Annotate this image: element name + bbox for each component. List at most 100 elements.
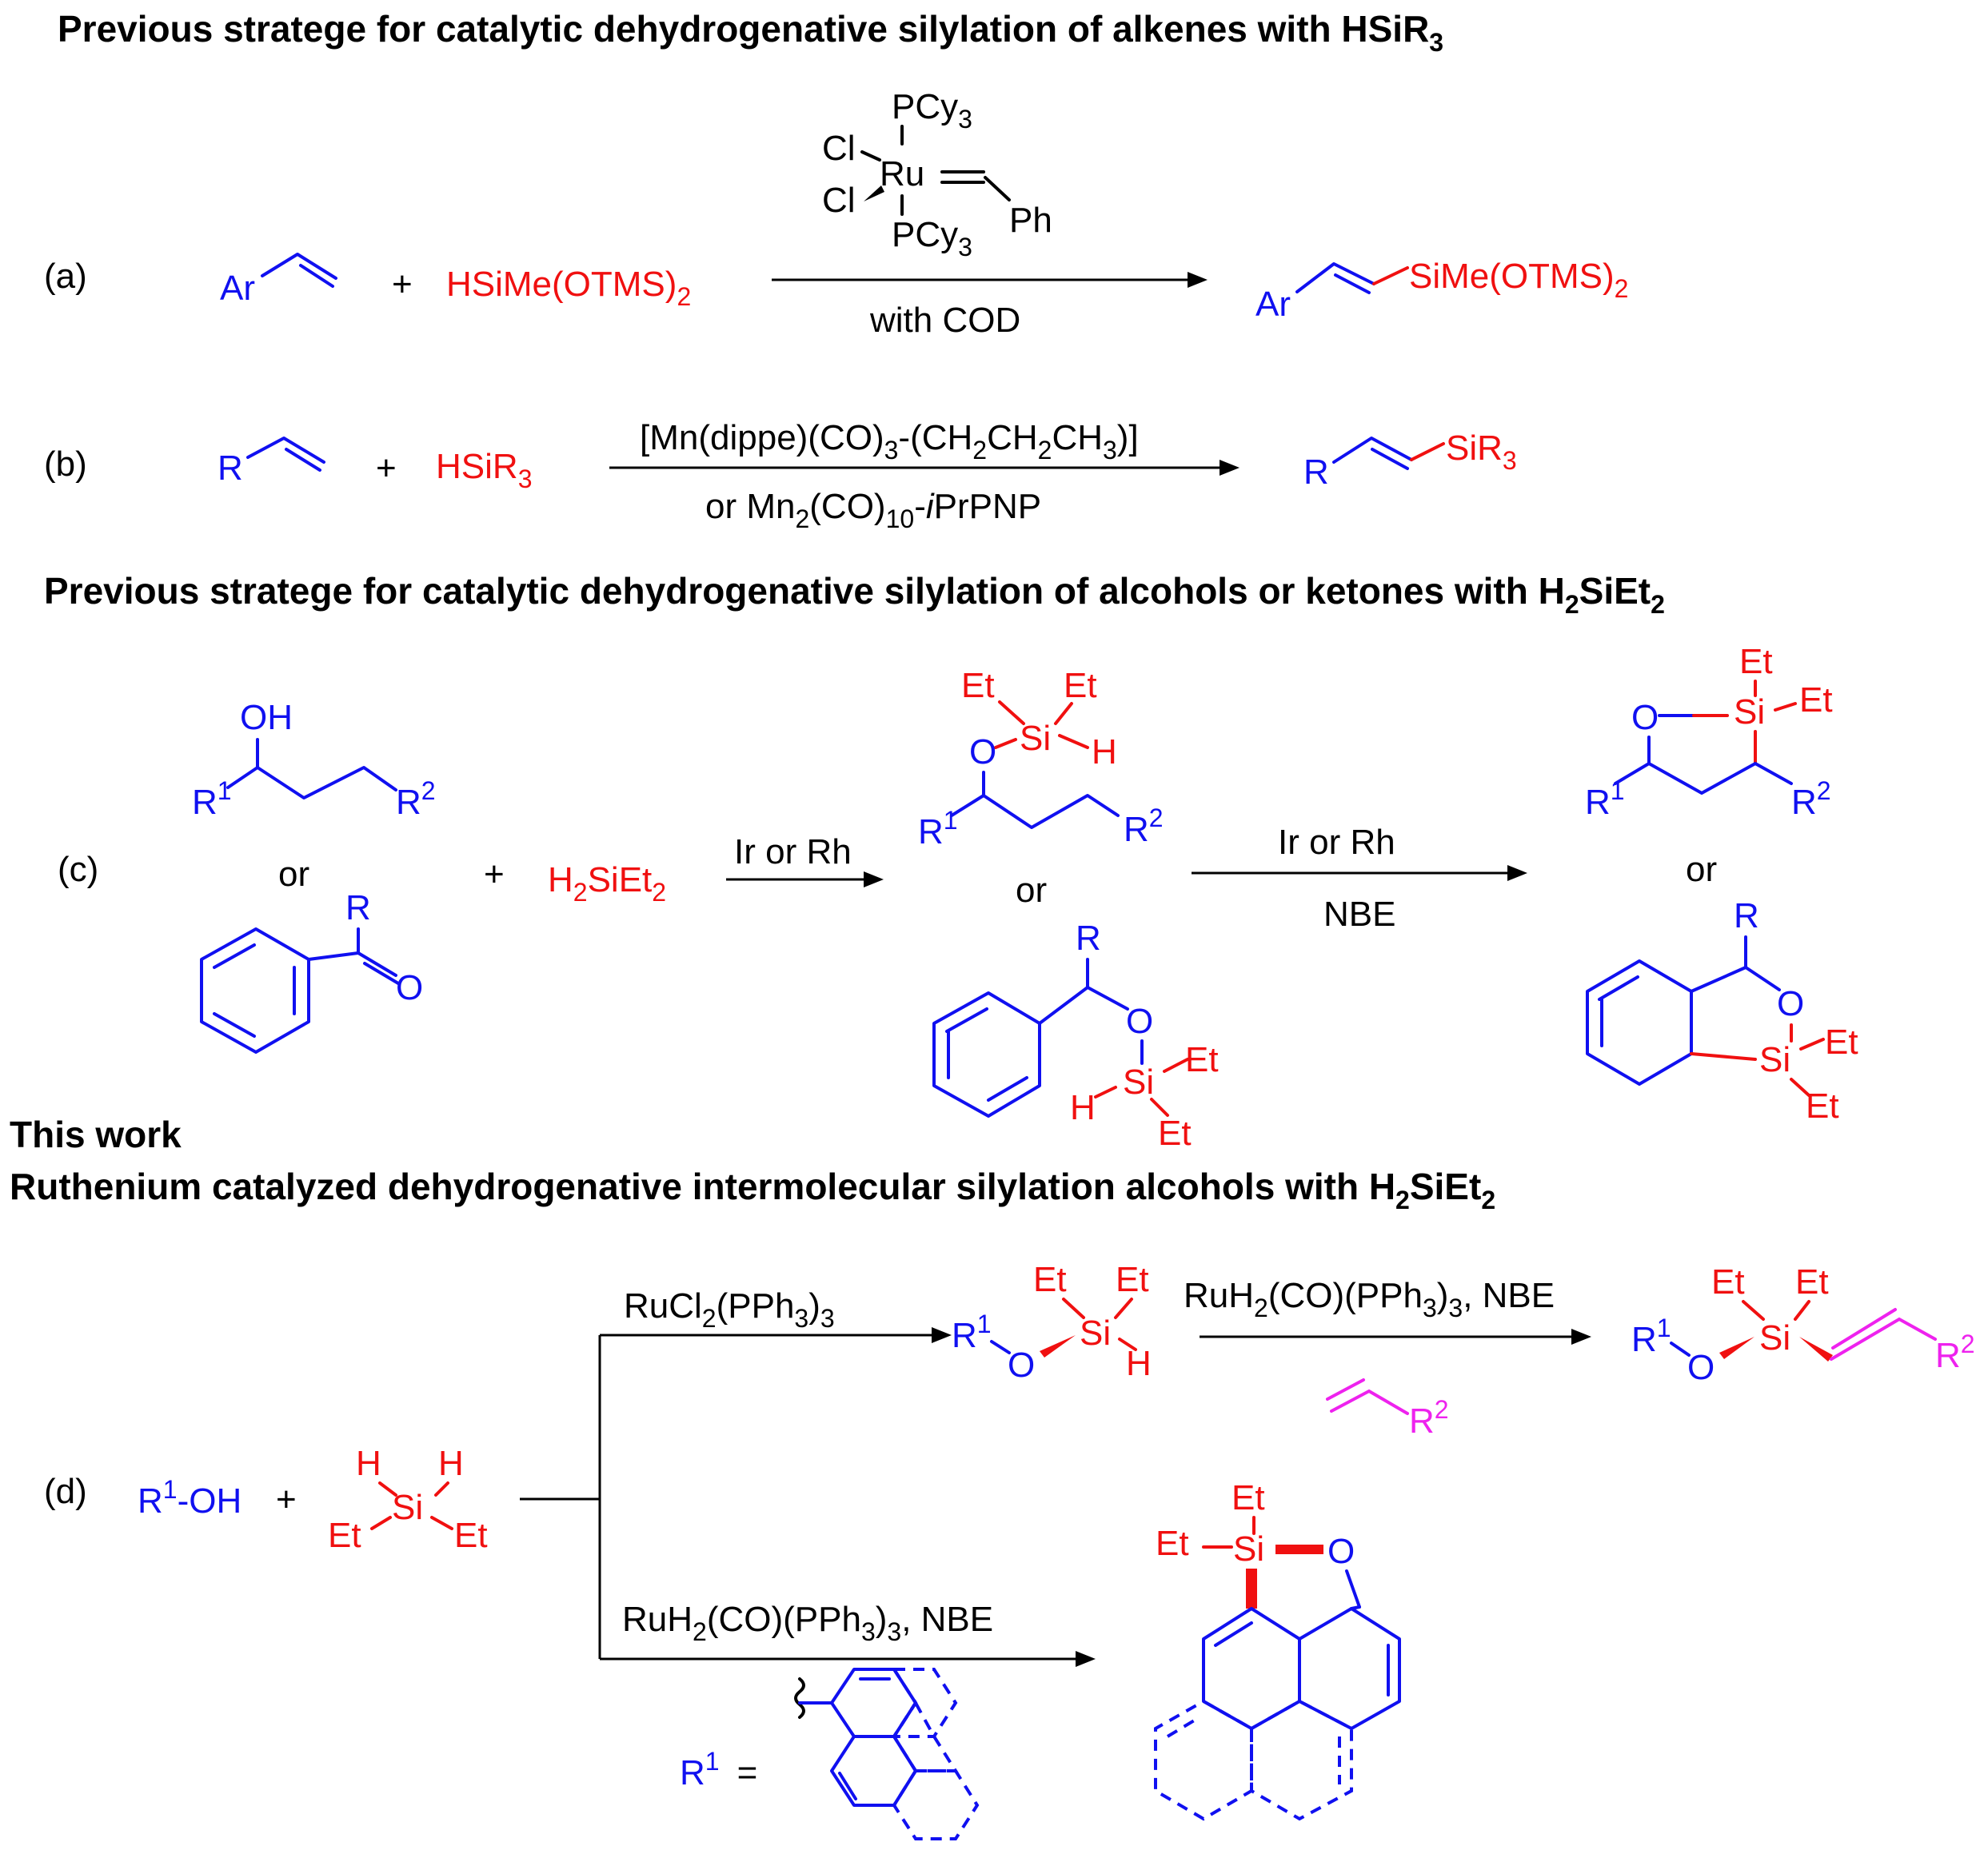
product-b: R SiR3 — [1303, 429, 1517, 492]
svg-text:Et: Et — [1116, 1260, 1149, 1299]
svg-text:R: R — [1076, 919, 1101, 958]
svg-text:H: H — [1126, 1344, 1152, 1383]
branch-lines — [520, 1327, 1096, 1667]
svg-text:H: H — [1092, 732, 1117, 772]
svg-text:PCy3: PCy3 — [892, 87, 972, 134]
svg-text:H: H — [356, 1444, 381, 1483]
svg-text:Et: Et — [1825, 1023, 1858, 1062]
svg-text:R: R — [345, 888, 371, 927]
svg-text:Et: Et — [454, 1516, 488, 1555]
svg-text:Si: Si — [1233, 1529, 1264, 1569]
catalyst-d2: RuH2(CO)(PPh3)3, NBE — [1184, 1276, 1555, 1322]
plus-c: + — [484, 855, 505, 894]
svg-text:SiMe(OTMS)2: SiMe(OTMS)2 — [1409, 257, 1628, 303]
svg-text:Ar: Ar — [220, 269, 255, 308]
hydrosilyl-ether-intermediate: Et Et Si H O R1 — [952, 1260, 1152, 1385]
svg-text:R2: R2 — [1935, 1330, 1975, 1375]
alcohol-d: R1-OH — [138, 1475, 242, 1521]
plus-b: + — [376, 449, 397, 488]
svg-text:Et: Et — [1033, 1260, 1067, 1299]
svg-text:O: O — [1631, 698, 1659, 737]
svg-text:O: O — [1008, 1346, 1035, 1385]
arrow-d2 — [1200, 1329, 1591, 1345]
condition-c3: NBE — [1323, 895, 1395, 934]
arrow-a — [772, 272, 1208, 288]
svg-text:O: O — [1687, 1348, 1715, 1387]
benzoxasilole-product: R O Si Et Et — [1586, 896, 1858, 1126]
svg-text:Et: Et — [1232, 1478, 1265, 1517]
arrow-c1 — [726, 871, 884, 887]
plus-d: + — [276, 1480, 297, 1519]
diethylsilane: H H Si Et Et — [328, 1444, 488, 1555]
header-this-work: This work — [10, 1114, 182, 1155]
alkene-reagent-d: R2 — [1326, 1378, 1449, 1441]
svg-text:Cl: Cl — [822, 181, 856, 220]
vinylsilyl-ether-product: Et Et Si O R1 R2 — [1631, 1262, 1975, 1387]
svg-text:Si: Si — [1020, 719, 1051, 758]
svg-text:Et: Et — [1799, 680, 1833, 720]
svg-text:H: H — [438, 1444, 464, 1483]
oxasilole-pyrene-product: Et Et Si O — [1154, 1478, 1401, 1821]
svg-text:Et: Et — [1156, 1524, 1189, 1563]
svg-text:Et: Et — [1185, 1040, 1219, 1079]
svg-text:Et: Et — [1806, 1087, 1839, 1126]
grubbs-catalyst: PCy3 Cl Ru Ph Cl PCy3 — [822, 87, 1052, 261]
svg-text:Ru: Ru — [880, 154, 924, 193]
label-a: (a) — [44, 257, 87, 296]
svg-text:Si: Si — [1759, 1040, 1790, 1079]
condition-b1: [Mn(dippe)(CO)3-(CH2CH2CH3)] — [640, 418, 1139, 465]
label-b: (b) — [44, 445, 87, 484]
label-d: (d) — [44, 1472, 87, 1511]
svg-text:Cl: Cl — [822, 129, 856, 168]
styrene-a: Ar — [220, 253, 337, 308]
pyrenyl-substituent — [794, 1668, 980, 1840]
alkene-b: R — [218, 437, 325, 488]
svg-text:Et: Et — [1158, 1114, 1192, 1153]
svg-text:Et: Et — [328, 1516, 361, 1555]
svg-text:Si: Si — [1759, 1318, 1790, 1358]
label-c: (c) — [58, 850, 98, 889]
condition-a: with COD — [869, 301, 1020, 340]
reagent-c: H2SiEt2 — [548, 860, 666, 907]
silyl-ether-intermediate: Et Et Si H O R1 R2 — [918, 666, 1164, 851]
svg-text:O: O — [396, 968, 423, 1007]
svg-text:Si: Si — [1734, 692, 1765, 732]
svg-text:OH: OH — [240, 698, 293, 737]
svg-text:R1: R1 — [1631, 1314, 1671, 1359]
condition-b2: or Mn2(CO)10-iPrPNP — [705, 487, 1041, 533]
svg-text:R1: R1 — [1585, 776, 1625, 822]
alcohol-substrate: OH R1 R2 — [192, 698, 436, 822]
svg-text:R1: R1 — [952, 1310, 992, 1355]
reagent-b: HSiR3 — [436, 447, 532, 493]
svg-text:Ar: Ar — [1255, 285, 1291, 324]
svg-text:R2: R2 — [1409, 1395, 1449, 1441]
svg-text:Et: Et — [1739, 642, 1773, 681]
condition-c1: Ir or Rh — [734, 832, 852, 871]
svg-text:O: O — [1327, 1532, 1355, 1571]
svg-text:Si: Si — [1123, 1063, 1154, 1102]
svg-text:O: O — [1126, 1002, 1153, 1041]
arrow-c2 — [1192, 865, 1527, 881]
svg-text:Et: Et — [1795, 1262, 1829, 1302]
header-alcohols: Previous stratege for catalytic dehydrog… — [44, 570, 1665, 619]
svg-text:SiR3: SiR3 — [1446, 429, 1517, 475]
oxasilolane-product: Et Si Et O R1 R2 — [1585, 642, 1833, 822]
catalyst-d1: RuCl2(PPh3)3 — [624, 1286, 835, 1333]
svg-text:R1: R1 — [192, 776, 232, 822]
or-c2: or — [1016, 871, 1047, 910]
or-c1: or — [278, 855, 309, 894]
svg-text:R: R — [218, 449, 243, 488]
svg-text:Et: Et — [961, 666, 995, 705]
condition-c2: Ir or Rh — [1278, 823, 1395, 862]
svg-text:R2: R2 — [396, 776, 436, 822]
plus-a: + — [392, 265, 413, 304]
header-ruthenium: Ruthenium catalyzed dehydrogenative inte… — [10, 1166, 1495, 1214]
catalyst-d3: RuH2(CO)(PPh3)3, NBE — [622, 1600, 993, 1646]
silyl-ether-benzyl-intermediate: R O Si Et H Et — [932, 919, 1219, 1153]
or-c3: or — [1686, 850, 1717, 889]
svg-text:Ph: Ph — [1009, 201, 1052, 240]
svg-text:R1: R1 — [918, 806, 958, 851]
r1-definition: R1= — [680, 1747, 757, 1792]
svg-text:R: R — [1734, 896, 1759, 935]
